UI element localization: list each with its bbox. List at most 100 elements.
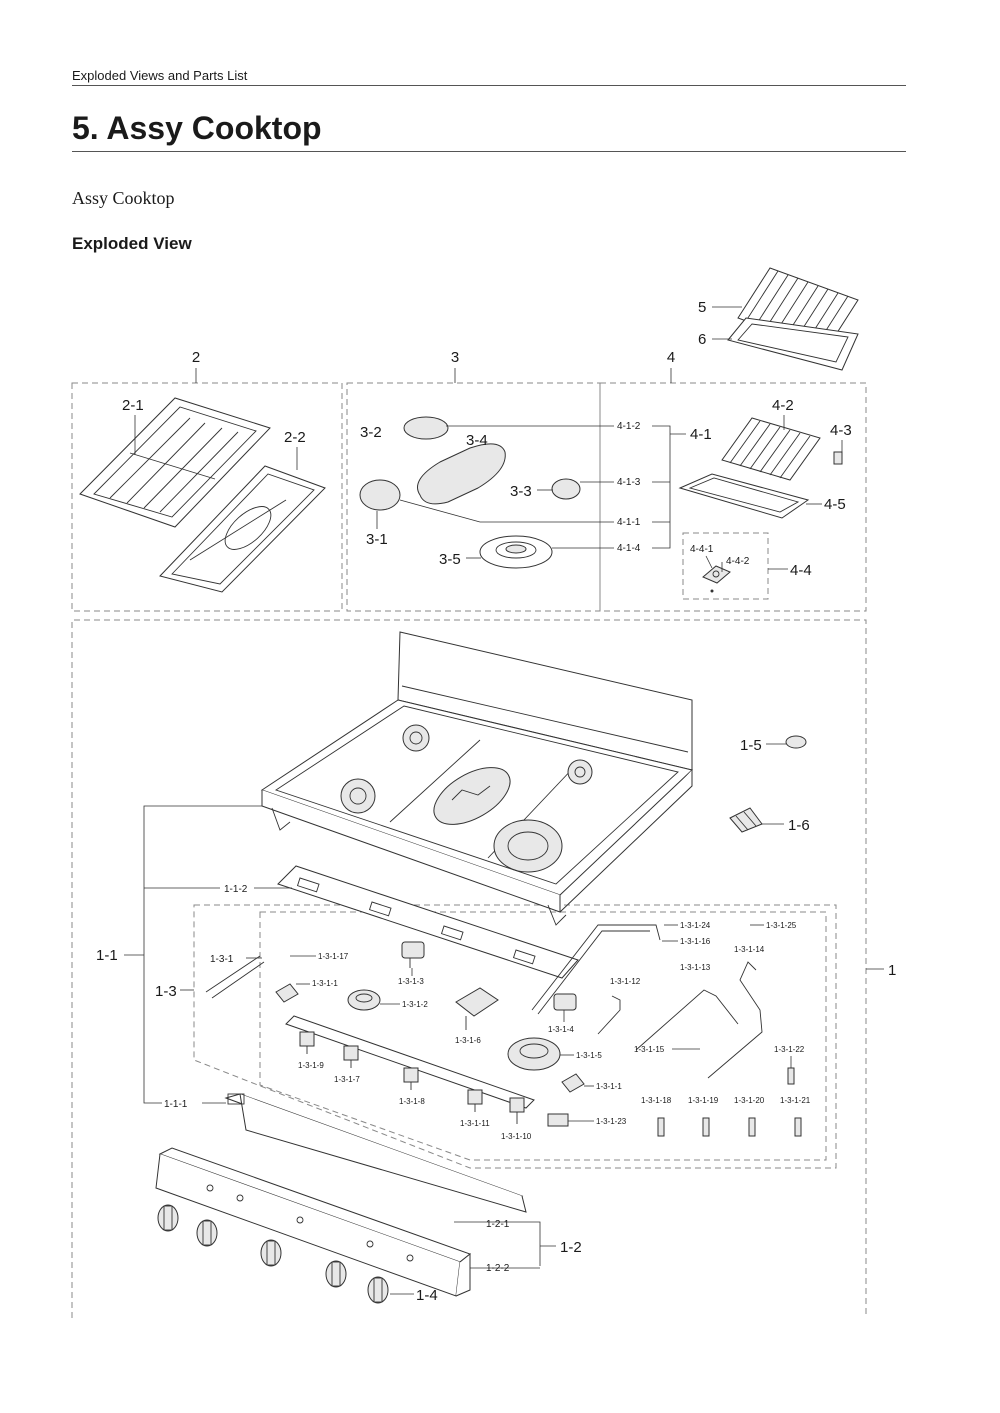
callout-3-4: 3-4 xyxy=(466,432,488,449)
callout-1-3-1-9: 1-3-1-9 xyxy=(298,1061,324,1070)
callout-1-3-1-10: 1-3-1-10 xyxy=(501,1132,532,1141)
tube-part-1-3-1-12 xyxy=(597,995,621,1035)
plate-part-1-3-1-23 xyxy=(547,1113,569,1127)
callout-1-6: 1-6 xyxy=(788,817,810,834)
header-rule xyxy=(72,85,906,86)
callout-1-4: 1-4 xyxy=(416,1287,438,1304)
fitting-part-1-3-1-20 xyxy=(748,1117,756,1137)
callout-4-1-3: 4-1-3 xyxy=(617,477,641,488)
knob-cap-part-1-5 xyxy=(785,735,807,749)
callout-4-1-4: 4-1-4 xyxy=(617,543,641,554)
callout-1-3-1-1b: 1-3-1-1 xyxy=(596,1082,622,1091)
valve-part-1-3-1-10 xyxy=(509,1097,525,1124)
callout-4-1-1: 4-1-1 xyxy=(617,517,641,528)
burner-head-part-3-5 xyxy=(479,535,553,569)
callout-1-3: 1-3 xyxy=(155,983,177,1000)
fitting-part-1-3-1-18 xyxy=(657,1117,665,1137)
igniter-part-1-3-1-6 xyxy=(455,987,499,1030)
valve-part-1-3-1-4 xyxy=(553,993,577,1011)
broiler-tray-part-6 xyxy=(727,317,859,371)
tube-part-1-3-1-13 xyxy=(635,989,739,1051)
callout-1-3-1-25: 1-3-1-25 xyxy=(766,921,797,930)
callout-1-3-1-3: 1-3-1-3 xyxy=(398,977,424,986)
callout-1-3-1-6: 1-3-1-6 xyxy=(455,1036,481,1045)
manifold-bar xyxy=(285,1015,535,1109)
fitting-part-1-3-1-21 xyxy=(794,1117,802,1137)
callout-1: 1 xyxy=(888,962,896,979)
callout-6: 6 xyxy=(698,331,706,348)
callout-1-3-1-11: 1-3-1-11 xyxy=(460,1119,490,1128)
callout-1-3-1-16: 1-3-1-16 xyxy=(680,937,711,946)
callout-1-3-1-22: 1-3-1-22 xyxy=(774,1045,805,1054)
callout-1-3-1: 1-3-1 xyxy=(210,954,234,965)
callout-1-3-1-24: 1-3-1-24 xyxy=(680,921,711,930)
group-box-1-3 xyxy=(193,904,837,1169)
group-box-2 xyxy=(71,382,343,612)
callout-1-3-1-19: 1-3-1-19 xyxy=(688,1096,719,1105)
valve-part-1-3-1-8 xyxy=(403,1067,419,1090)
callout-1-3-1-7: 1-3-1-7 xyxy=(334,1075,360,1084)
group-box-4-4 xyxy=(682,532,769,600)
control-panel-part-1-2 xyxy=(155,1147,472,1297)
fitting-part-1-3-1-19 xyxy=(702,1117,710,1137)
wire-rack-part-4-2 xyxy=(721,417,821,481)
gas-pipe-part-1-3-1 xyxy=(205,955,265,999)
callout-2-1: 2-1 xyxy=(122,397,144,414)
exploded-view-heading: Exploded View xyxy=(72,234,192,253)
callout-4-1: 4-1 xyxy=(690,426,712,443)
oval-burner-cap-part-3-4 xyxy=(417,443,506,505)
callout-5: 5 xyxy=(698,299,706,316)
bracket-part-1-1-2 xyxy=(277,865,579,979)
callout-1-5: 1-5 xyxy=(740,737,762,754)
tube-part-1-3-1-16 xyxy=(531,924,661,1015)
valve-part-1-3-1-9 xyxy=(299,1031,315,1054)
callout-1-1-1: 1-1-1 xyxy=(164,1099,188,1110)
valve-part-1-3-1-11 xyxy=(467,1089,483,1112)
burner-base-part-1-3-1-2 xyxy=(347,989,381,1011)
tray-part-4-5 xyxy=(678,473,810,519)
callout-4-5: 4-5 xyxy=(824,496,846,513)
callout-1-3-1-21: 1-3-1-21 xyxy=(780,1096,811,1105)
callout-3: 3 xyxy=(451,349,459,366)
callout-1-3-1-13: 1-3-1-13 xyxy=(680,963,711,972)
callout-1-1-2: 1-1-2 xyxy=(224,884,248,895)
cooktop-panel-part-1-1 xyxy=(260,631,694,926)
callout-1-2-2: 1-2-2 xyxy=(486,1263,510,1274)
callout-2: 2 xyxy=(192,349,200,366)
callout-1-3-1-4: 1-3-1-4 xyxy=(548,1025,574,1034)
group-box-1-3-1 xyxy=(259,911,827,1161)
callout-3-3: 3-3 xyxy=(510,483,532,500)
callout-4-2: 4-2 xyxy=(772,397,794,414)
callout-2-2: 2-2 xyxy=(284,429,306,446)
title-rule xyxy=(72,151,906,152)
burner-cap-part-3-2 xyxy=(403,416,449,440)
burner-cap-part-3-3 xyxy=(551,478,581,500)
callout-1-3-1-2: 1-3-1-2 xyxy=(402,1000,428,1009)
callout-1-2: 1-2 xyxy=(560,1239,582,1256)
callout-1-3-1-5: 1-3-1-5 xyxy=(576,1051,602,1060)
callout-4-4: 4-4 xyxy=(790,562,812,579)
callout-1-3-1-14: 1-3-1-14 xyxy=(734,945,765,954)
callout-1-3-1-18: 1-3-1-18 xyxy=(641,1096,672,1105)
callout-1-1: 1-1 xyxy=(96,947,118,964)
callout-3-1: 3-1 xyxy=(366,531,388,548)
grate-part-2-2 xyxy=(159,465,326,593)
callout-3-2: 3-2 xyxy=(360,424,382,441)
valve-part-1-3-1-3 xyxy=(401,941,425,968)
knob-part-1-4 xyxy=(157,1204,389,1304)
fitting-part-1-3-1-22 xyxy=(787,1067,795,1085)
callout-1-3-1-15: 1-3-1-15 xyxy=(634,1045,665,1054)
diagram-subtitle: Assy Cooktop xyxy=(72,188,175,208)
clip-set-part-1-6 xyxy=(729,807,763,833)
callout-1-3-1-17: 1-3-1-17 xyxy=(318,952,349,961)
page-title: 5. Assy Cooktop xyxy=(72,110,322,146)
burner-base-part-1-3-1-5 xyxy=(507,1037,561,1071)
clip-part-4-3 xyxy=(833,451,843,465)
section-label: Exploded Views and Parts List xyxy=(72,68,248,83)
callout-1-3-1-23: 1-3-1-23 xyxy=(596,1117,627,1126)
callout-3-5: 3-5 xyxy=(439,551,461,568)
fittings-row xyxy=(657,1117,802,1137)
tube-part-1-3-1-14 xyxy=(707,961,763,1079)
burner-cap-part-3-1 xyxy=(359,479,401,511)
